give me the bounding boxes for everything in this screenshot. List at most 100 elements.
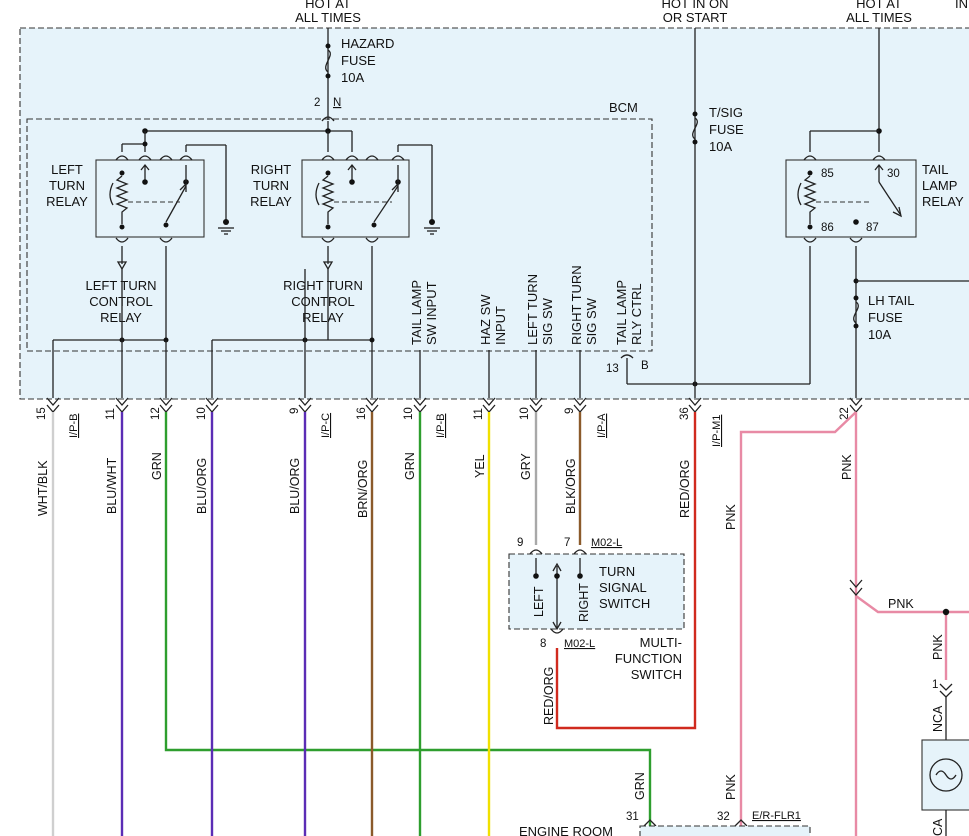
wire-color-label: BLU/WHT xyxy=(105,457,119,514)
pin-number: 15 xyxy=(36,407,48,420)
wire-color-label: BLK/ORG xyxy=(564,458,578,514)
wire-color-label: BLU/ORG xyxy=(195,458,209,514)
hot-at-all-times-label: HOT AT xyxy=(305,0,351,11)
wire-color-label: PNK xyxy=(840,454,854,480)
bcm-tail-connector: B xyxy=(641,360,649,372)
tsig-fuse-label: T/SIG xyxy=(709,105,743,120)
tail-lamp-relay-label: LAMP xyxy=(922,178,957,193)
left-turn-sig-sw-label: SIG SW xyxy=(540,297,555,345)
connector-id: I/P-B xyxy=(68,414,80,438)
engine-room-box xyxy=(639,825,811,836)
left-turn-sig-sw-label: LEFT TURN xyxy=(525,274,540,345)
wire-color-label: RED/ORG xyxy=(542,667,556,725)
turn-signal-switch-box xyxy=(508,553,685,630)
haz-sw-input-label: HAZ SW xyxy=(478,294,493,345)
pin-number: 1 xyxy=(932,679,938,691)
right-turn-relay-label: RIGHT xyxy=(251,162,292,177)
wire-color-label: PNK xyxy=(724,774,738,800)
tsig-fuse-label: FUSE xyxy=(709,122,744,137)
switch-left-label: LEFT xyxy=(532,586,546,617)
right-turn-sig-sw-label: RIGHT TURN xyxy=(569,265,584,345)
switch-pin: 9 xyxy=(517,537,523,549)
right-turn-relay-label: TURN xyxy=(253,178,289,193)
bcm-label: BCM xyxy=(609,100,638,115)
hot-in-on-label: HOT IN ON xyxy=(662,0,729,11)
switch-connector: M02-L xyxy=(564,638,595,650)
lhtail-fuse-label: LH TAIL xyxy=(868,293,914,308)
pin-number: 10 xyxy=(519,407,531,420)
tail-lamp-relay-label: TAIL xyxy=(922,162,949,177)
engine-room-label: ENGINE ROOM xyxy=(519,824,613,836)
wire-grn xyxy=(164,412,652,826)
left-turn-relay-label: RELAY xyxy=(46,194,88,209)
edge-label: IN xyxy=(955,0,968,11)
left-turn-relay-label: TURN xyxy=(49,178,85,193)
wire-red-org xyxy=(555,412,697,730)
fuse-symbol xyxy=(692,117,698,140)
haz-sw-input-label: INPUT xyxy=(493,306,508,345)
hot-at-all-times-label: ALL TIMES xyxy=(295,10,361,25)
relay-coil xyxy=(115,175,129,224)
relay-pin-85: 85 xyxy=(821,168,834,180)
right-turn-relay-label: RELAY xyxy=(250,194,292,209)
connector-id: I/P-C xyxy=(320,413,332,438)
pin-number: 10 xyxy=(196,407,208,420)
connector-pin-row: 15 I/P-B 11 12 10 9 I/P-C 16 10 I/P-B 11… xyxy=(36,407,851,447)
left-turn-control-label: CONTROL xyxy=(89,294,153,309)
relay-switch-arm xyxy=(165,185,187,223)
wire-color-label: BRN/ORG xyxy=(356,460,370,518)
tail-lamp-sw-input-label: SW INPUT xyxy=(424,281,439,345)
multi-function-switch-label: MULTI- xyxy=(640,635,682,650)
hazard-pin: 2 xyxy=(314,97,320,109)
wire-color-label: WHT/BLK xyxy=(36,460,50,516)
tail-lamp-relay-label: RELAY xyxy=(922,194,964,209)
pin-number: 36 xyxy=(679,407,691,420)
bcm-tail-pin: 13 xyxy=(606,363,619,375)
wire-color-label: GRN xyxy=(403,452,417,480)
multi-function-switch-label: FUNCTION xyxy=(615,651,682,666)
relay-pin-87: 87 xyxy=(866,222,879,234)
right-turn-control-label: RELAY xyxy=(302,310,344,325)
lhtail-fuse-label: 10A xyxy=(868,327,891,342)
pin-number: 10 xyxy=(403,407,415,420)
connector-id: E/R-FLR1 xyxy=(752,810,801,822)
lhtail-fuse-label: FUSE xyxy=(868,310,903,325)
connector-id: I/P-A xyxy=(596,413,608,438)
relay-pin-86: 86 xyxy=(821,222,834,234)
pin-number: 32 xyxy=(717,811,730,823)
fuse-terminal xyxy=(325,73,331,79)
pin-number: 9 xyxy=(289,408,301,414)
wire-color-label: GRN xyxy=(633,772,647,800)
hot-in-on-label: OR START xyxy=(663,10,728,25)
switch-pin: 7 xyxy=(564,537,570,549)
wire-color-label: PNK xyxy=(888,597,914,611)
wire-color-label: NCA xyxy=(931,705,945,732)
right-turn-control-label: RIGHT TURN xyxy=(283,278,363,293)
pin-number: 11 xyxy=(105,408,117,420)
left-turn-control-label: RELAY xyxy=(100,310,142,325)
relay-coil xyxy=(321,175,335,224)
wire-pnk xyxy=(855,595,969,614)
pin-number: 11 xyxy=(473,408,485,420)
switch-pin: 8 xyxy=(540,638,546,650)
hazard-fuse-label: FUSE xyxy=(341,53,376,68)
right-turn-relay-box xyxy=(301,159,410,238)
switch-right-label: RIGHT xyxy=(577,583,591,622)
connector-id: I/P-M1 xyxy=(711,415,723,447)
right-turn-control-label: CONTROL xyxy=(291,294,355,309)
relay-switch-arm xyxy=(878,181,901,215)
wire-color-label: PNK xyxy=(724,504,738,530)
connector-id: I/P-B xyxy=(435,414,447,438)
left-turn-relay-box xyxy=(95,159,205,238)
hot-at-all-times-label: HOT AT xyxy=(856,0,902,11)
wire-color-label: RED/ORG xyxy=(678,460,692,518)
tsig-fuse-label: 10A xyxy=(709,139,732,154)
hazard-connector: N xyxy=(333,97,341,109)
wire-color-label: BLU/ORG xyxy=(288,458,302,514)
wire-color-label: GRN xyxy=(150,452,164,480)
turn-signal-switch-label: TURN xyxy=(599,564,635,579)
hazard-fuse-label: HAZARD xyxy=(341,36,394,51)
tail-lamp-rly-ctrl-label: RLY CTRL xyxy=(629,283,644,345)
lamp-icon xyxy=(929,758,963,792)
multi-function-switch-label: SWITCH xyxy=(631,667,682,682)
